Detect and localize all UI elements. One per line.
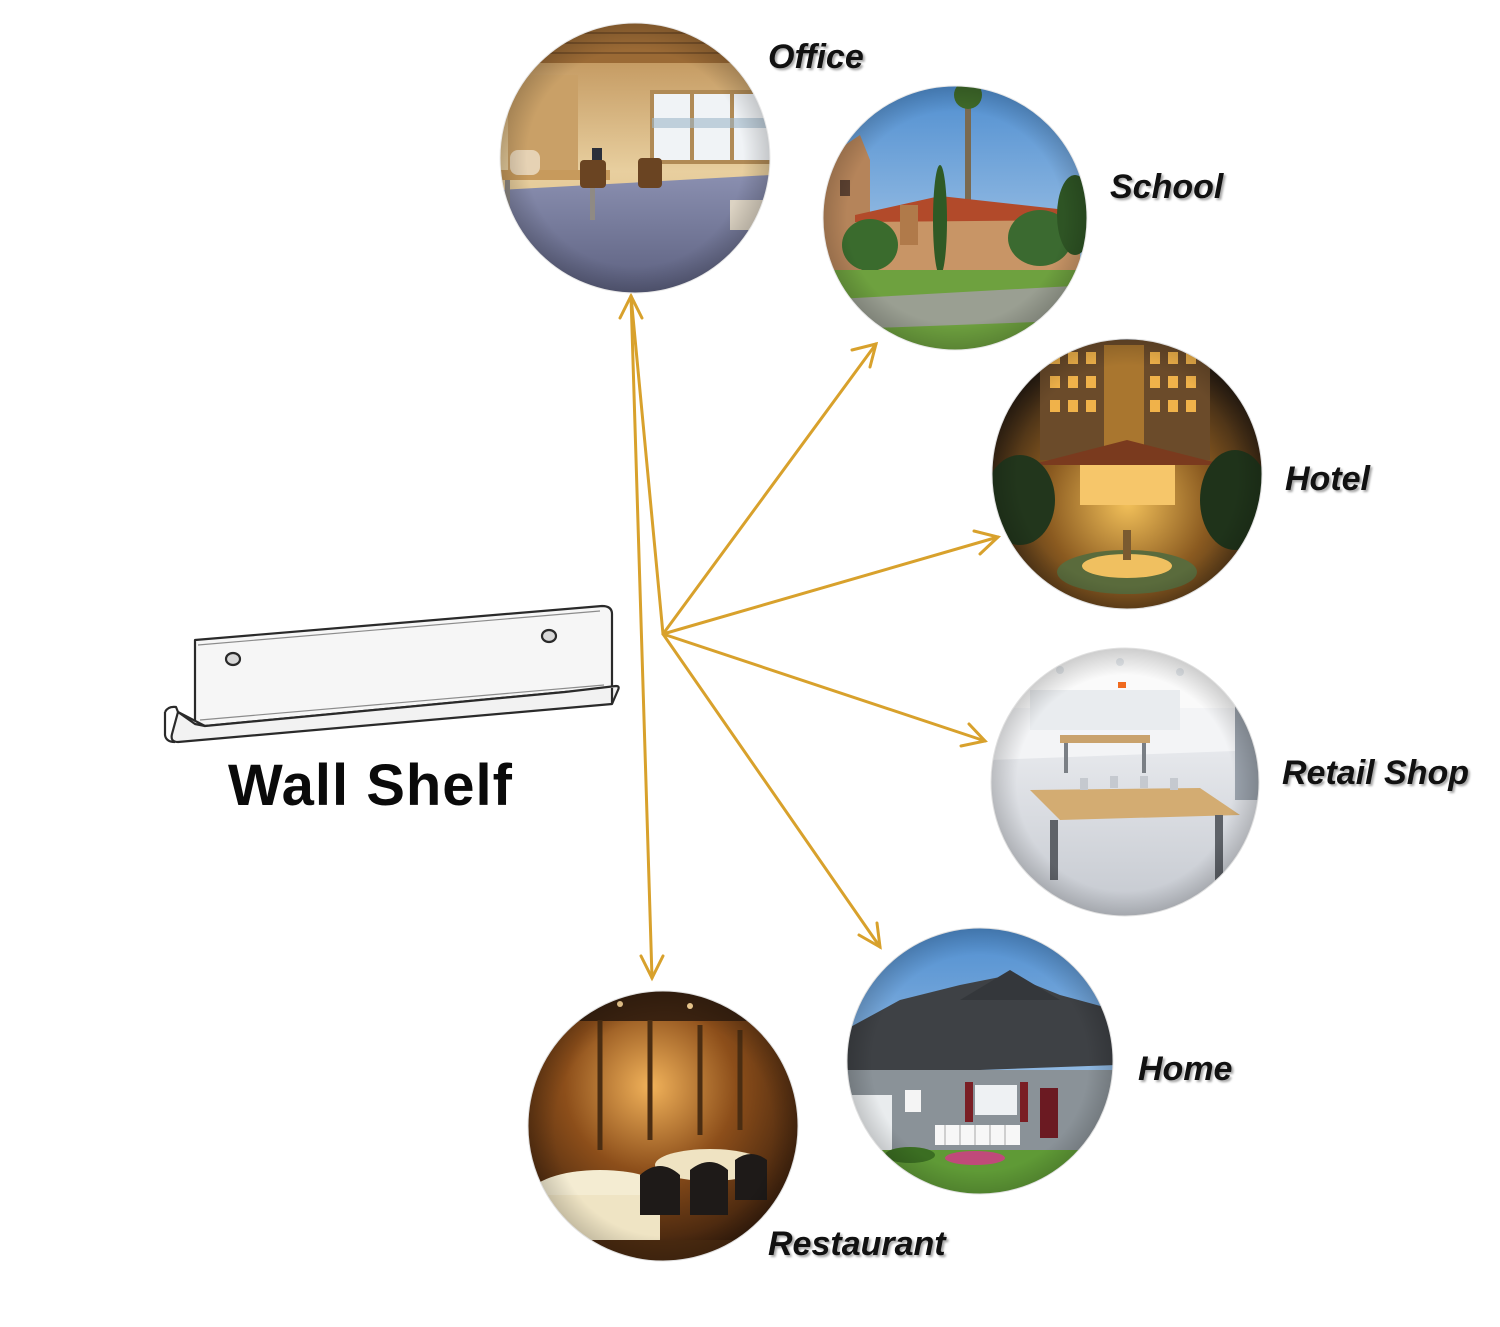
arrowhead-hotel bbox=[972, 529, 1002, 556]
arrow-retail bbox=[661, 632, 987, 743]
hotel-photo bbox=[991, 338, 1263, 610]
label-hotel: Hotel bbox=[1285, 460, 1370, 498]
label-restaurant: Restaurant bbox=[768, 1225, 946, 1263]
label-school: School bbox=[1110, 168, 1224, 206]
wall-shelf-illustration bbox=[163, 604, 620, 744]
school-photo bbox=[822, 85, 1088, 351]
arrow-office bbox=[629, 294, 665, 636]
arrowhead-school bbox=[850, 341, 879, 369]
product-title: Wall Shelf bbox=[228, 753, 513, 818]
restaurant-photo bbox=[527, 990, 799, 1262]
arrowhead-office bbox=[618, 292, 644, 320]
arrow-home bbox=[661, 632, 882, 949]
arrowhead-retail bbox=[959, 722, 988, 748]
home-photo bbox=[846, 927, 1114, 1195]
arrowhead-home bbox=[857, 921, 882, 950]
arrowhead-restaurant bbox=[639, 954, 665, 982]
arrow-hotel bbox=[661, 535, 1000, 636]
arrow-school bbox=[661, 342, 878, 636]
connector-arrows bbox=[618, 292, 1002, 982]
arrow-office-down bbox=[629, 294, 654, 980]
label-home: Home bbox=[1138, 1050, 1233, 1088]
label-retail-shop: Retail Shop bbox=[1282, 754, 1470, 792]
office-photo bbox=[499, 22, 771, 294]
retail-photo bbox=[990, 647, 1260, 917]
label-office: Office bbox=[768, 38, 864, 76]
